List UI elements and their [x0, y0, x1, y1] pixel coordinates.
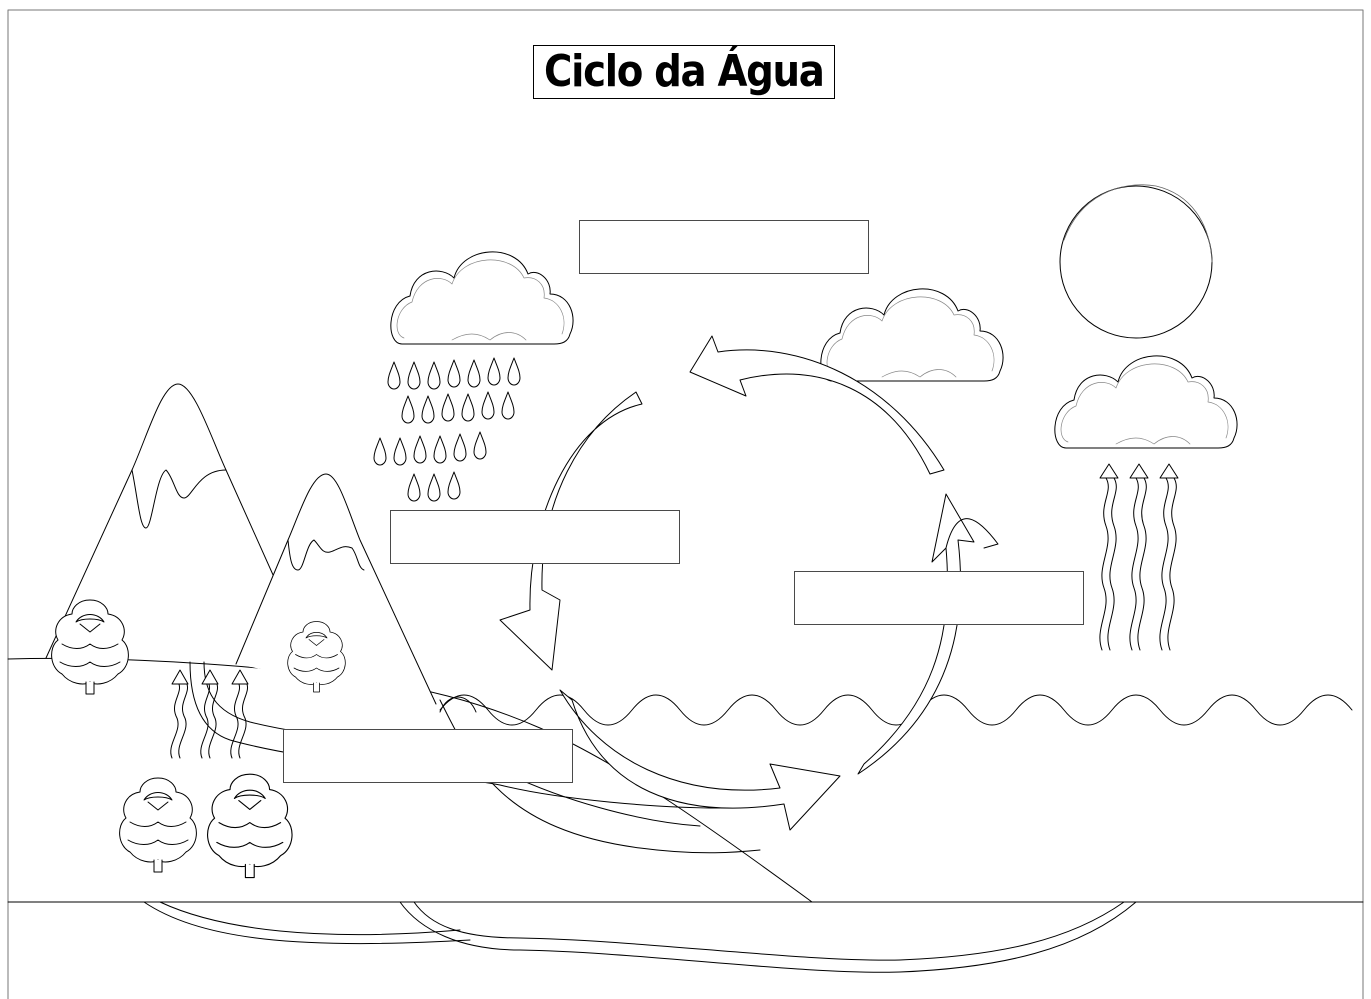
answer-box-infiltration[interactable]	[283, 729, 573, 783]
cloud-icon	[390, 251, 574, 345]
wavy-arrow-icon	[230, 669, 249, 759]
worksheet-border	[7, 9, 1364, 999]
wavy-arrow-icon	[200, 669, 219, 759]
answer-box-condensation[interactable]	[579, 220, 869, 274]
mountain-icon	[235, 473, 437, 705]
wavy-arrow-icon	[1099, 463, 1119, 651]
cloud-icon	[820, 288, 1004, 382]
answer-box-evaporation[interactable]	[794, 571, 1084, 625]
cycle-arrow-icon	[559, 689, 841, 831]
answer-box-precipitation[interactable]	[390, 510, 680, 564]
cycle-arrow-icon	[689, 335, 945, 475]
tree-icon	[119, 777, 197, 873]
cycle-arrow-icon	[857, 493, 999, 775]
wavy-arrow-icon	[1129, 463, 1149, 651]
sea-wave-line	[439, 694, 1353, 726]
tree-icon	[207, 773, 293, 879]
mountain-icon	[45, 383, 279, 659]
tree-icon	[51, 599, 129, 695]
title-box: Ciclo da Água	[533, 45, 835, 99]
sun-icon	[1059, 184, 1213, 339]
cycle-arrow-icon	[499, 391, 643, 671]
wavy-arrow-icon	[1159, 463, 1179, 651]
page-title: Ciclo da Água	[544, 46, 825, 97]
raindrop-icon	[373, 357, 521, 502]
hill-outline	[7, 657, 813, 903]
wavy-arrow-icon	[170, 669, 189, 759]
cloud-icon	[1054, 355, 1238, 449]
